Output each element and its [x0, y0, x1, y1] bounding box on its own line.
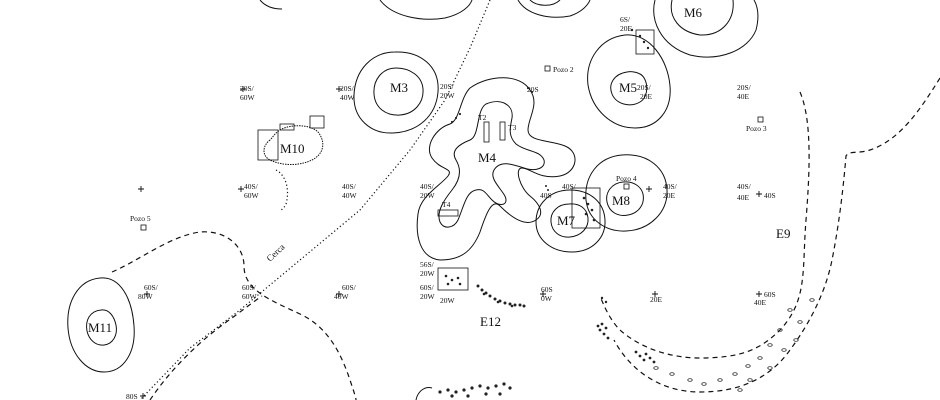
grid-label: 40S [764, 191, 776, 200]
mound-label-m8: M8 [612, 193, 630, 208]
grid-label: 40E [754, 298, 767, 307]
grid-label: 60W [240, 93, 256, 102]
contour-top-mid [379, 0, 473, 20]
grid-label: 60S [764, 290, 776, 299]
grid-label: 60W [244, 191, 260, 200]
trench-label-t4: T4 [442, 200, 451, 209]
well-label-pozo-5: Pozo 5 [130, 214, 151, 223]
well-label-pozo-4: Pozo 4 [616, 174, 637, 183]
grid-label: 0W [541, 294, 553, 303]
mound-m10: M10 [257, 115, 325, 211]
grid-label: 20W [440, 91, 456, 100]
grid-label: 20S/ [737, 83, 752, 92]
fence-line: Cerca [139, 0, 491, 400]
grid-label: 20E [620, 24, 633, 33]
grid-label: 20E [663, 191, 676, 200]
contour-top-left [259, 0, 283, 10]
well-label-pozo-2: Pozo 2 [553, 65, 574, 74]
trench-label-t2: T2 [478, 113, 487, 122]
grid-label: 20S/ [440, 82, 455, 91]
mound-label-m3: M3 [390, 80, 408, 95]
grid-label: 60S/ [144, 283, 159, 292]
grid-label: 20S/ [340, 84, 355, 93]
trench-label-t3: T3 [508, 123, 517, 132]
grid-label: 40S [540, 191, 552, 200]
grid-label: 60W [242, 292, 258, 301]
mound-label-m11: M11 [88, 320, 112, 335]
mound-m7: M7 [535, 189, 606, 253]
mound-label-m6: M6 [684, 5, 703, 20]
grid-label: 20W [420, 191, 436, 200]
grid-label: 40E [737, 193, 750, 202]
grid-label: 40W [340, 93, 356, 102]
grid-label: 40W [334, 292, 350, 301]
mound-label-m5: M5 [619, 80, 637, 95]
grid-label: 60S [541, 285, 553, 294]
contour-top-mid3 [529, 0, 561, 6]
grid-label: 60S/ [342, 283, 357, 292]
grid-label: 20S/ [637, 83, 652, 92]
grid-label: 20E [650, 295, 663, 304]
mound-m3: M3 [353, 51, 439, 134]
grid-label: 20W [440, 296, 456, 305]
mound-label-m4: M4 [478, 150, 497, 165]
grid-label: 40W [342, 191, 358, 200]
grid-label: 40S/ [737, 182, 752, 191]
fence-label: Cerca [265, 242, 287, 264]
grid-label: 40S/ [342, 182, 357, 191]
grid-label: 40S/ [420, 182, 435, 191]
grid-label: 40S/ [663, 182, 678, 191]
grid-label: 40E [737, 92, 750, 101]
grid-label: 80W [138, 292, 154, 301]
grid-label: 20S/ [240, 84, 255, 93]
grid-label: 60S/ [242, 283, 257, 292]
mound-label-m10: M10 [280, 141, 305, 156]
mound-m6: M6 [653, 0, 759, 58]
grid-label: 40S/ [562, 182, 577, 191]
zone-e9: E9 [596, 77, 940, 393]
mound-label-m7: M7 [557, 213, 576, 228]
grid-label: 20W [420, 269, 436, 278]
grid-label: 60S/ [420, 283, 435, 292]
mound-m5: M5 [587, 34, 671, 129]
contour-top-mid2 [517, 0, 591, 18]
well-label-pozo-3: Pozo 3 [746, 124, 767, 133]
boundary-lower-left-2 [149, 295, 263, 400]
grid-label: 80S [126, 392, 138, 400]
wells: Pozo 2 Pozo 3 Pozo 4 Pozo 5 [130, 65, 767, 231]
grid-label: 20S [527, 85, 539, 94]
zone-label-e9: E9 [776, 226, 790, 241]
mound-m8: M8 [585, 154, 668, 232]
grid-crosses [138, 86, 762, 399]
grid-label: 40S/ [244, 182, 259, 191]
grid-label: 20W [420, 292, 436, 301]
stone-scatter [450, 86, 549, 191]
stone-cluster-bottom [415, 382, 512, 400]
trenches: T2 T3 T4 [437, 113, 517, 217]
boundary-lower-left [111, 231, 357, 400]
excavation-units [437, 28, 655, 291]
grid-labels: 6S/ 20E 20S/ 60W 20S/ 40W 20S/ 20W 20S 2… [126, 15, 776, 400]
mound-m11: M11 [67, 277, 135, 373]
grid-label: 6S/ [620, 15, 631, 24]
zone-label-e12: E12 [480, 314, 501, 329]
mound-m4: M4 [416, 77, 576, 261]
zone-e12: E12 [476, 284, 526, 329]
grid-label: 20E [640, 92, 653, 101]
grid-label: 56S/ [420, 260, 435, 269]
